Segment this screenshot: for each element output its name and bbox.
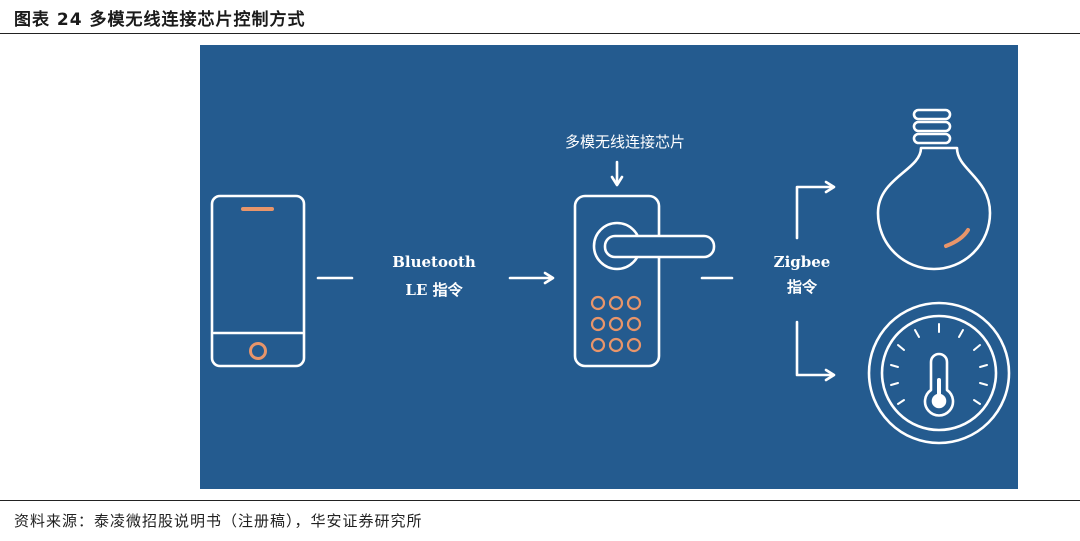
keypad-icon bbox=[590, 295, 642, 353]
arrow-right-icon bbox=[508, 271, 555, 285]
zigbee-label-line2: 指令 bbox=[786, 278, 817, 296]
arrow-down-icon bbox=[610, 160, 624, 187]
bottom-divider bbox=[0, 500, 1080, 501]
top-divider bbox=[0, 33, 1080, 34]
thermostat-icon bbox=[867, 301, 1011, 445]
smartphone-icon bbox=[210, 194, 306, 368]
chip-label: 多模无线连接芯片 bbox=[564, 133, 685, 151]
source-note: 资料来源：泰凌微招股说明书（注册稿），华安证券研究所 bbox=[14, 512, 423, 530]
branch-arrow-up bbox=[795, 180, 836, 240]
figure-title: 图表 24 多模无线连接芯片控制方式 bbox=[14, 10, 306, 30]
door-lock-icon bbox=[573, 194, 716, 368]
light-bulb-icon bbox=[876, 108, 992, 271]
ble-label-line1: Bluetooth bbox=[392, 253, 476, 271]
zigbee-label-line1: Zigbee bbox=[773, 253, 831, 271]
ble-label-line2: LE 指令 bbox=[405, 281, 463, 299]
branch-arrow-down bbox=[795, 320, 836, 382]
